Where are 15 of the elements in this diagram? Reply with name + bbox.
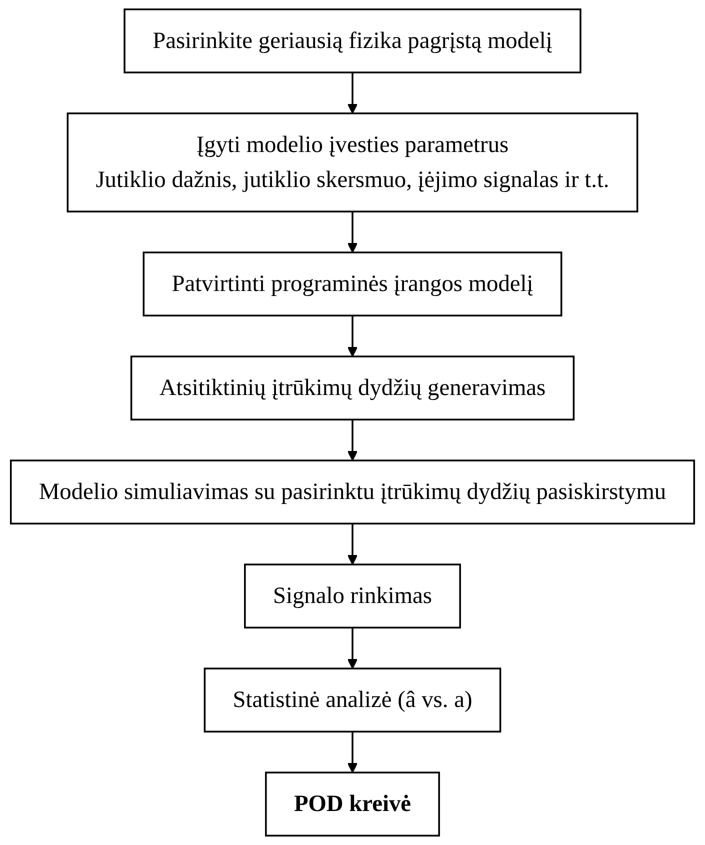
arrow [347,524,358,565]
node-box: Statistinė analizė (â vs. a) [204,668,502,732]
arrow [347,316,358,357]
arrow [347,732,358,773]
arrow [347,420,358,461]
arrow [347,628,358,669]
node-box: Modelio simuliavimas su pasirinktu įtrūkimų dydžių pasiskirstymu [10,460,696,524]
arrow [347,72,358,114]
node-box: Patvirtinti programinės įrangos modelį [142,252,562,316]
node-box: Signalo rinkimas [244,564,461,628]
node-box: Atsitiktinių įtrūkimų dydžių generavimas [130,356,575,420]
node-box: POD kreivė [265,772,440,837]
node-box: Pasirinkite geriausią fizika pagrįstą modelį [124,8,582,74]
arrow [347,212,358,253]
node-box: Įgyti modelio įvesties parametrus Jutiklio dažnis, jutiklio skersmuo, įėjimo signalas ir t.t. [66,112,638,212]
